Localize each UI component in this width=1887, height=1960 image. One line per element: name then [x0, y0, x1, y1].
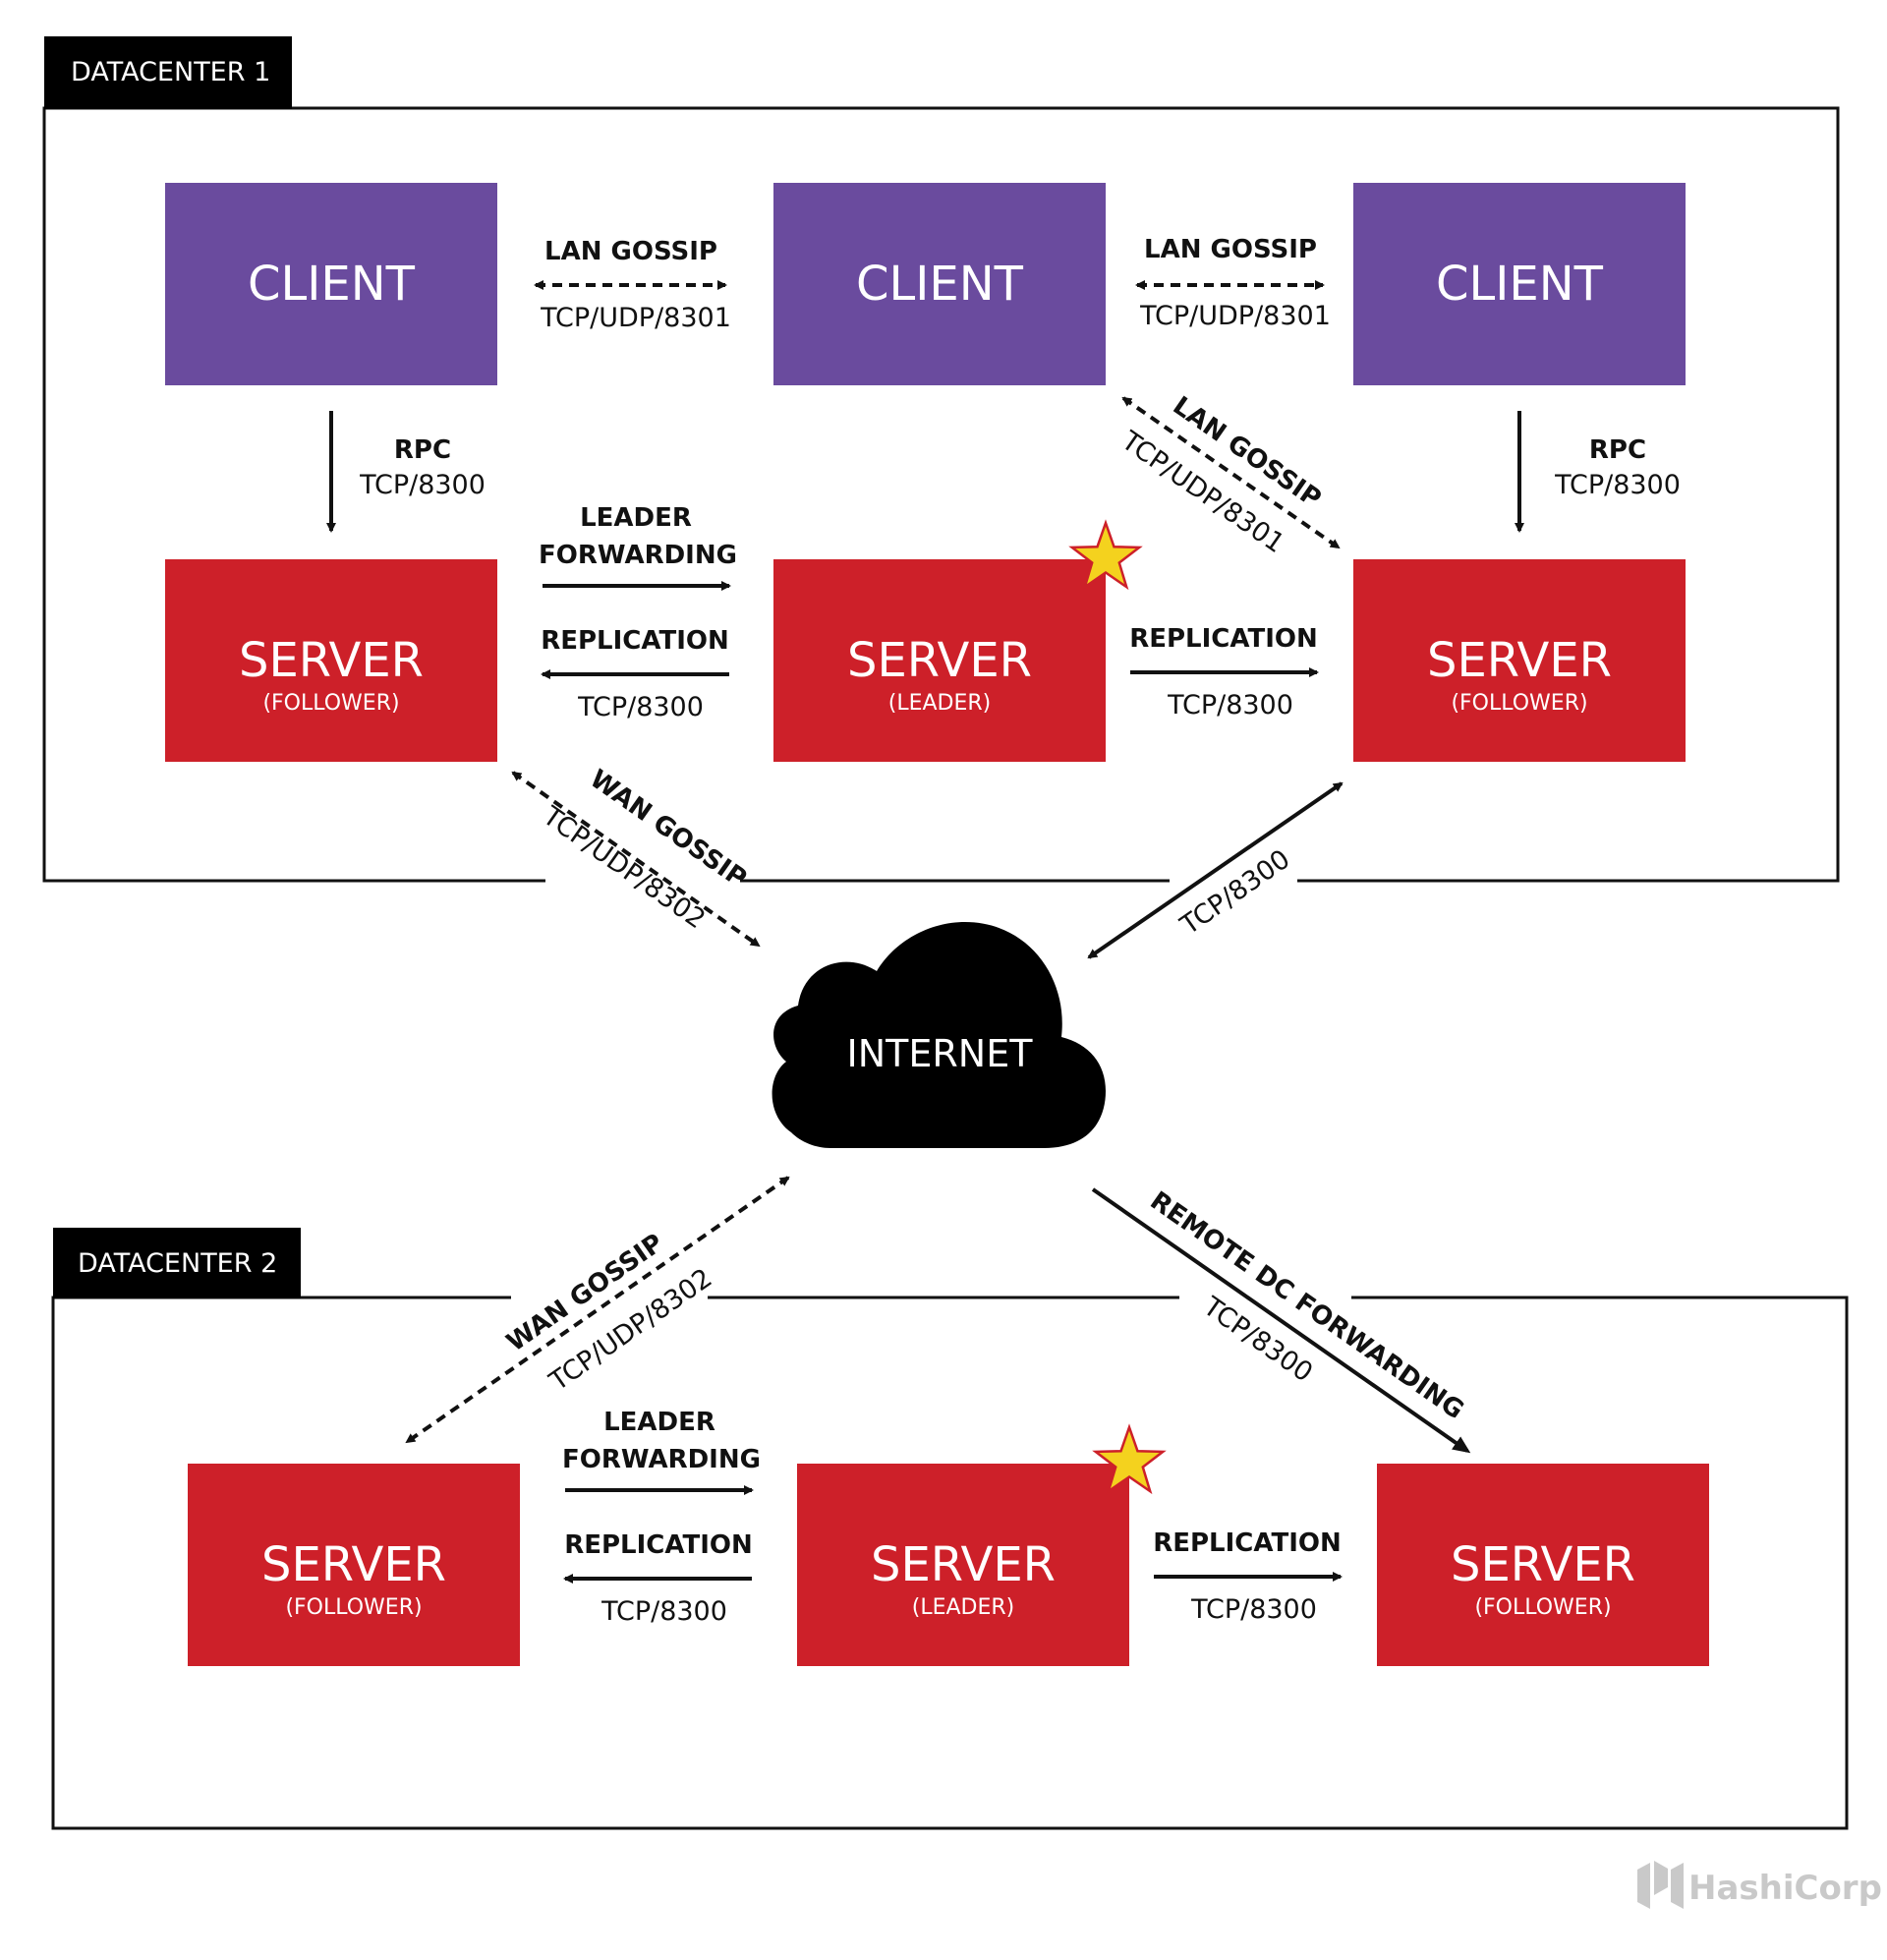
client-box-3	[1353, 183, 1686, 385]
internet-links-dc2: WAN GOSSIP TCP/UDP/8302 REMOTE DC FORWAR…	[405, 1176, 1471, 1454]
lan-gossip-label-1: LAN GOSSIP	[544, 237, 717, 266]
replication-port-right-dc2: TCP/8300	[1190, 1594, 1317, 1625]
server-box-dc1-leader-role: (LEADER)	[888, 691, 992, 716]
server-box-dc2-follower-left-role: (FOLLOWER)	[285, 1595, 422, 1620]
rpc-port-right: TCP/8300	[1554, 470, 1681, 500]
replication-label-right-dc2: REPLICATION	[1153, 1528, 1342, 1558]
server-box-dc1-leader-title: SERVER	[847, 633, 1032, 688]
server-box-dc1-follower-left-title: SERVER	[239, 633, 424, 688]
server-box-dc2-leader-role: (LEADER)	[912, 1595, 1015, 1620]
lan-gossip-label-2: LAN GOSSIP	[1144, 235, 1317, 264]
replication-port-left-dc1: TCP/8300	[577, 692, 704, 722]
replication-label-right-dc1: REPLICATION	[1129, 624, 1318, 654]
wan-gossip-arrow-dc2	[405, 1176, 790, 1444]
server-box-dc2-follower-right-title: SERVER	[1451, 1537, 1635, 1592]
server-box-dc1-follower-left-role: (FOLLOWER)	[262, 691, 399, 716]
rpc-port-left: TCP/8300	[359, 470, 486, 500]
client-box-1	[165, 183, 497, 385]
server-box-dc2-follower-left-title: SERVER	[261, 1537, 446, 1592]
rpc-label-right: RPC	[1589, 435, 1646, 465]
rpc-label-left: RPC	[394, 435, 451, 465]
leader-forwarding-label-line1-dc2: LEADER	[603, 1408, 715, 1437]
datacenter-2-tab	[53, 1228, 301, 1298]
leader-forwarding-label-line2-dc2: FORWARDING	[562, 1445, 761, 1474]
replication-port-left-dc2: TCP/8300	[600, 1596, 727, 1627]
datacenter-1-label: DATACENTER 1	[71, 57, 270, 87]
client-box-3-title: CLIENT	[1436, 257, 1604, 312]
replication-label-left-dc1: REPLICATION	[541, 626, 729, 656]
server-box-dc1-follower-right-role: (FOLLOWER)	[1451, 691, 1587, 716]
client-box-2	[773, 183, 1106, 385]
leader-forwarding-label-line1-dc1: LEADER	[580, 503, 692, 533]
leader-forwarding-label-line2-dc1: FORWARDING	[539, 541, 737, 570]
frame-gap-remote-dc2	[1179, 1283, 1351, 1312]
server-box-dc1-follower-right-title: SERVER	[1427, 633, 1612, 688]
datacenter-1-frame	[42, 106, 1840, 883]
server-box-dc1-leader	[773, 559, 1106, 762]
client-box-2-title: CLIENT	[856, 257, 1024, 312]
remote-dc-forwarding-arrow	[1091, 1187, 1471, 1454]
tcp-internet-arrow-dc1	[1087, 781, 1344, 959]
replication-label-left-dc2: REPLICATION	[564, 1530, 753, 1560]
server-box-dc2-leader-title: SERVER	[871, 1537, 1056, 1592]
datacenter-2-label: DATACENTER 2	[78, 1248, 277, 1279]
server-box-dc2-follower-left	[188, 1464, 520, 1666]
server-box-dc1-follower-right	[1353, 559, 1686, 762]
server-box-dc1-follower-left	[165, 559, 497, 762]
datacenter-1: DATACENTER 1 CLIENT CLIENT CLIENT SERVER…	[42, 36, 1840, 883]
cloud-icon	[772, 922, 1106, 1148]
server-box-dc2-follower-right	[1377, 1464, 1709, 1666]
lan-gossip-port-2: TCP/UDP/8301	[1139, 301, 1331, 331]
datacenter-1-tab	[44, 36, 292, 109]
datacenter-2-frame	[51, 1296, 1849, 1830]
server-box-dc2-follower-right-role: (FOLLOWER)	[1474, 1595, 1611, 1620]
lan-gossip-arrow-diagonal	[1121, 396, 1341, 549]
lan-gossip-port-1: TCP/UDP/8301	[540, 303, 731, 333]
hashicorp-logo: HashiCorp	[1637, 1861, 1882, 1909]
client-box-1-title: CLIENT	[248, 257, 416, 312]
datacenter-2: DATACENTER 2 SERVER (FOLLOWER) SERVER (L…	[51, 1228, 1849, 1830]
leader-star-icon-dc2	[1092, 1423, 1167, 1495]
internet-label: INTERNET	[847, 1032, 1034, 1075]
internet-links-dc1: WAN GOSSIP TCP/UDP/8302 TCP/8300	[511, 765, 1344, 959]
server-box-dc2-leader	[797, 1464, 1129, 1666]
hashicorp-logo-icon	[1637, 1861, 1684, 1909]
hashicorp-logo-text: HashiCorp	[1688, 1869, 1882, 1908]
replication-port-right-dc1: TCP/8300	[1167, 690, 1293, 721]
internet-cloud: INTERNET	[772, 922, 1106, 1148]
